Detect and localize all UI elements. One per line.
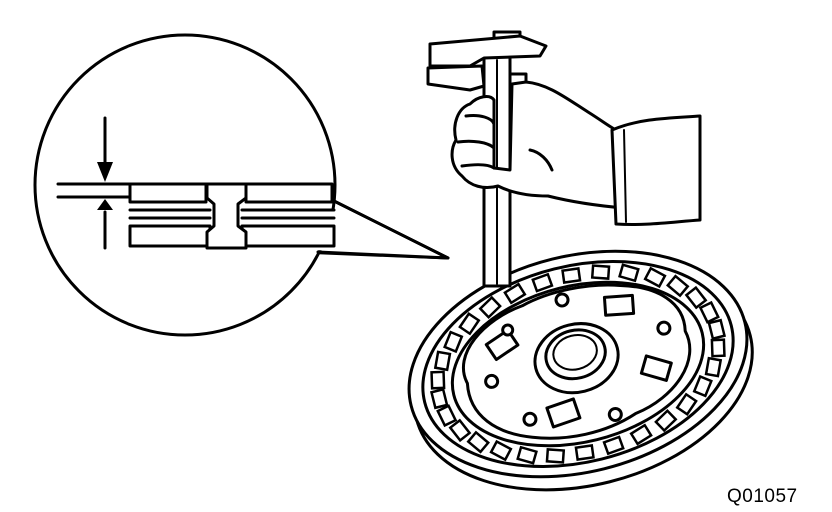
detail-magnifier bbox=[33, 33, 450, 337]
facing-slot bbox=[602, 435, 625, 456]
facing-slot bbox=[448, 418, 472, 443]
facing-slot bbox=[643, 266, 667, 289]
lining-cross-section bbox=[128, 182, 336, 250]
hand-shape bbox=[450, 80, 626, 210]
facing-slot bbox=[698, 300, 720, 324]
facing-slot bbox=[516, 445, 538, 465]
depth-dimension-arrows bbox=[97, 116, 113, 250]
facing-slot bbox=[684, 285, 708, 310]
facing-slot bbox=[561, 267, 582, 284]
facing-slot bbox=[707, 318, 727, 341]
clutch-disc bbox=[407, 249, 754, 492]
facing-slot bbox=[545, 448, 566, 464]
facing-slot bbox=[489, 439, 513, 462]
facing-slot bbox=[478, 295, 502, 320]
facing-slot bbox=[618, 263, 640, 283]
facing-slot bbox=[675, 392, 698, 417]
facing-slot bbox=[443, 330, 464, 354]
facing-slot bbox=[433, 350, 452, 372]
hand bbox=[450, 80, 702, 227]
facing-slot bbox=[458, 311, 481, 336]
facing-slot bbox=[531, 272, 554, 293]
facing-slot bbox=[704, 356, 723, 378]
facing-slot bbox=[429, 387, 449, 410]
figure-id-label: Q01057 bbox=[727, 486, 798, 507]
facing-slots bbox=[429, 263, 727, 465]
facing-slot bbox=[692, 374, 713, 398]
rivet bbox=[205, 182, 248, 250]
facing-slot bbox=[710, 338, 726, 358]
sleeve-cuff bbox=[610, 114, 702, 227]
facing-slot bbox=[590, 264, 611, 280]
facing-slot bbox=[436, 404, 458, 428]
facing-slot bbox=[466, 430, 490, 454]
facing-slot bbox=[574, 444, 595, 461]
facing-slot bbox=[629, 423, 653, 446]
facing-slot bbox=[654, 408, 678, 433]
facing-slot bbox=[666, 274, 690, 298]
facing-slot bbox=[503, 282, 527, 305]
facing-slot bbox=[430, 370, 446, 390]
